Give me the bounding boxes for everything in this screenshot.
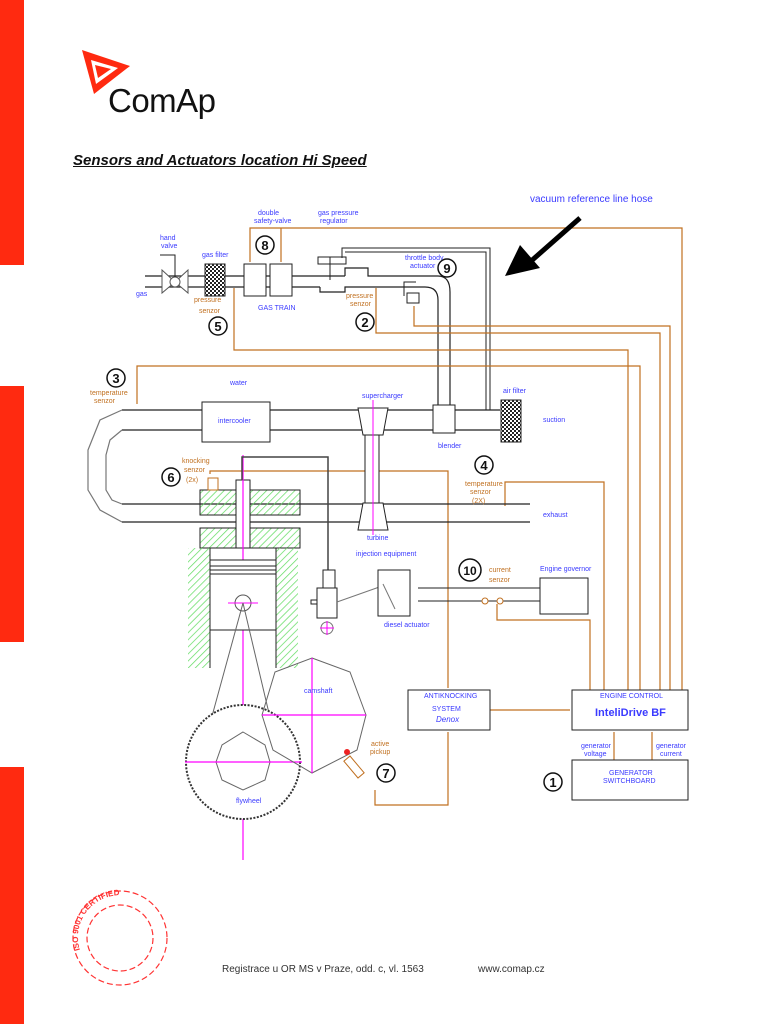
- sensor-3-badge: 3: [112, 371, 119, 386]
- diagram-label: pressure: [346, 293, 373, 300]
- diagram-label: suction: [543, 417, 565, 424]
- diagram-label: current: [489, 567, 511, 574]
- diagram-label: water: [229, 380, 248, 387]
- gas-pipe: [145, 267, 451, 410]
- diagram-label: camshaft: [304, 688, 332, 695]
- sensor-7-badge: 7: [382, 766, 389, 781]
- injection-equipment-icon: [310, 569, 386, 635]
- diagram-label: ENGINE CONTROL: [600, 693, 663, 700]
- air-filter-icon: [500, 399, 522, 443]
- sensor-4-badge: 4: [480, 458, 488, 473]
- antiknocking-box: [407, 689, 491, 731]
- diagram-label: gas filter: [202, 252, 229, 259]
- diagram-label: generator: [581, 743, 612, 750]
- intercooler-icon: [201, 401, 271, 443]
- engine-governor-box: [539, 577, 589, 615]
- safety-valve-1: [243, 263, 267, 297]
- diagram-label: pickup: [370, 749, 390, 756]
- diagram-label: Engine governor: [540, 566, 592, 573]
- sensor-5-badge: 5: [214, 319, 221, 334]
- engine-control-box: [571, 689, 689, 731]
- diagram-label: senzor: [350, 301, 372, 308]
- brand-name: ComAp: [108, 82, 216, 119]
- diagram-label: safety-valve: [254, 218, 291, 225]
- comap-logo-icon: [82, 50, 130, 94]
- registration-text: Registrace u OR MS v Praze, odd. c, vl. …: [222, 964, 424, 975]
- sensor-1-badge: 1: [549, 775, 556, 790]
- diagram-label: temperature: [90, 390, 128, 397]
- diagram-label: gas pressure: [318, 210, 359, 217]
- sensor-8-badge: 8: [261, 238, 268, 253]
- website-link[interactable]: www.comap.cz: [478, 964, 545, 975]
- generator-switchboard-box: [571, 759, 689, 801]
- diagram-label: knocking: [182, 458, 210, 465]
- diagram-label: throttle body: [405, 255, 444, 262]
- diagram-label: intercooler: [218, 418, 251, 425]
- diagram-label: turbine: [367, 535, 389, 542]
- diagram-label: generator: [656, 743, 687, 750]
- safety-valve-2: [269, 263, 293, 297]
- diagram-label: SYSTEM: [432, 706, 461, 713]
- diagram-label: temperature: [465, 481, 503, 488]
- blender-icon: [432, 404, 456, 434]
- cylinder-head: [199, 455, 329, 860]
- diagram-label: pressure: [194, 297, 221, 304]
- sensor-9-badge: 9: [443, 261, 450, 276]
- diagram-label: diesel actuator: [384, 622, 430, 629]
- diagram-label: active: [371, 741, 389, 748]
- diagram-label: valve: [161, 243, 177, 250]
- diagram-label: Denox: [436, 715, 460, 724]
- diagram-label: senzor: [94, 398, 116, 405]
- hand-valve-icon: [160, 254, 189, 295]
- diagram-label: injection equipment: [356, 551, 416, 558]
- diagram-label: gas: [136, 291, 148, 298]
- diagram-label: flywheel: [236, 798, 262, 805]
- gas-filter-icon: [204, 263, 226, 297]
- diagram-label: actuator: [410, 263, 436, 270]
- diagram-label: hand: [160, 235, 176, 242]
- sensor-number-badges: [106, 235, 563, 792]
- intake-manifold: [87, 409, 530, 523]
- diagram-label: senzor: [489, 577, 511, 584]
- diagram-label: InteliDrive BF: [595, 707, 666, 719]
- brand-bar-bottom: [0, 767, 24, 1024]
- vacuum-annotation: vacuum reference line hose: [530, 194, 653, 205]
- signal-wires: [136, 227, 683, 806]
- diagram-label: blender: [438, 443, 462, 450]
- shaft: [364, 434, 380, 504]
- diagram-label: double: [258, 210, 279, 217]
- diesel-actuator-icon: [377, 569, 411, 617]
- diagram-label: exhaust: [543, 512, 568, 519]
- iso-stamp-text: ISO 9001 CERTIFIED: [71, 888, 120, 952]
- diagram-label: (2x): [186, 477, 198, 484]
- diagram-label: senzor: [184, 467, 206, 474]
- diagram-label: air filter: [503, 388, 527, 395]
- diagram-label: current: [660, 751, 682, 758]
- diagram-label: ANTIKNOCKING: [424, 693, 477, 700]
- diagram-label: SWITCHBOARD: [603, 778, 656, 785]
- iso-stamp-icon: [72, 890, 168, 986]
- pickup-point: [344, 749, 350, 755]
- sensor-10-badge: 10: [463, 564, 477, 578]
- diagram-label: senzor: [199, 308, 221, 315]
- flywheel-hub: [215, 731, 271, 791]
- diagram-label: (2X): [472, 498, 485, 505]
- sensor-2-badge: 2: [361, 315, 368, 330]
- cylinder: [188, 548, 298, 761]
- sensor-6-badge: 6: [167, 470, 174, 485]
- page-title: Sensors and Actuators location Hi Speed: [73, 152, 367, 169]
- gas-pressure-regulator-icon: [317, 247, 491, 410]
- throttle-body-actuator-icon: [403, 281, 420, 304]
- diagram-label: voltage: [584, 751, 607, 758]
- active-pickup-icon: [343, 755, 365, 779]
- diagram-label: senzor: [470, 489, 492, 496]
- vacuum-arrow-icon: [505, 245, 540, 276]
- brand-bar-top: [0, 0, 24, 265]
- brand-bar-middle: [0, 386, 24, 642]
- diagram-label: regulator: [320, 218, 348, 225]
- diagram-label: GAS TRAIN: [258, 305, 296, 312]
- diagram-label: supercharger: [362, 393, 404, 400]
- diagram-label: GENERATOR: [609, 770, 653, 777]
